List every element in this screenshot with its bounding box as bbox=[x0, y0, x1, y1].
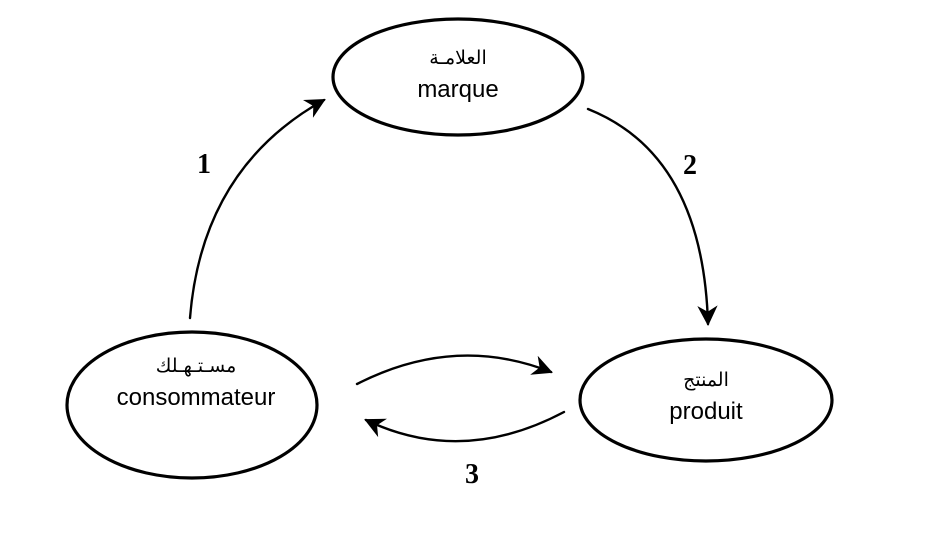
produit-ellipse bbox=[578, 337, 834, 463]
edge-2-label: 2 bbox=[683, 150, 697, 181]
arrow-2-marque-to-produit-icon bbox=[586, 107, 718, 327]
node-produit-label-french: produit bbox=[669, 398, 743, 425]
node-consommateur: مسـتـهـلك consommateur bbox=[66, 350, 326, 414]
node-produit-label-arabic: المنتج bbox=[683, 369, 729, 391]
consommateur-ellipse bbox=[65, 330, 319, 480]
node-marque-label-arabic: العلامـة bbox=[429, 47, 487, 69]
node-marque-label-french: marque bbox=[417, 76, 499, 103]
edge-3-label: 3 bbox=[465, 459, 479, 490]
node-consommateur-label-french: consommateur bbox=[116, 384, 276, 411]
node-marque: العلامـة marque bbox=[328, 42, 588, 106]
marque-ellipse bbox=[331, 17, 585, 137]
node-produit: المنتج produit bbox=[576, 364, 836, 428]
arrow-3-produit-to-consommateur-icon bbox=[364, 410, 566, 443]
arrow-1-consommateur-to-marque-icon bbox=[188, 98, 326, 320]
arrow-3-consommateur-to-produit-icon bbox=[355, 354, 553, 386]
edge-1-label: 1 bbox=[197, 149, 211, 180]
node-consommateur-label-arabic: مسـتـهـلك bbox=[155, 355, 237, 377]
